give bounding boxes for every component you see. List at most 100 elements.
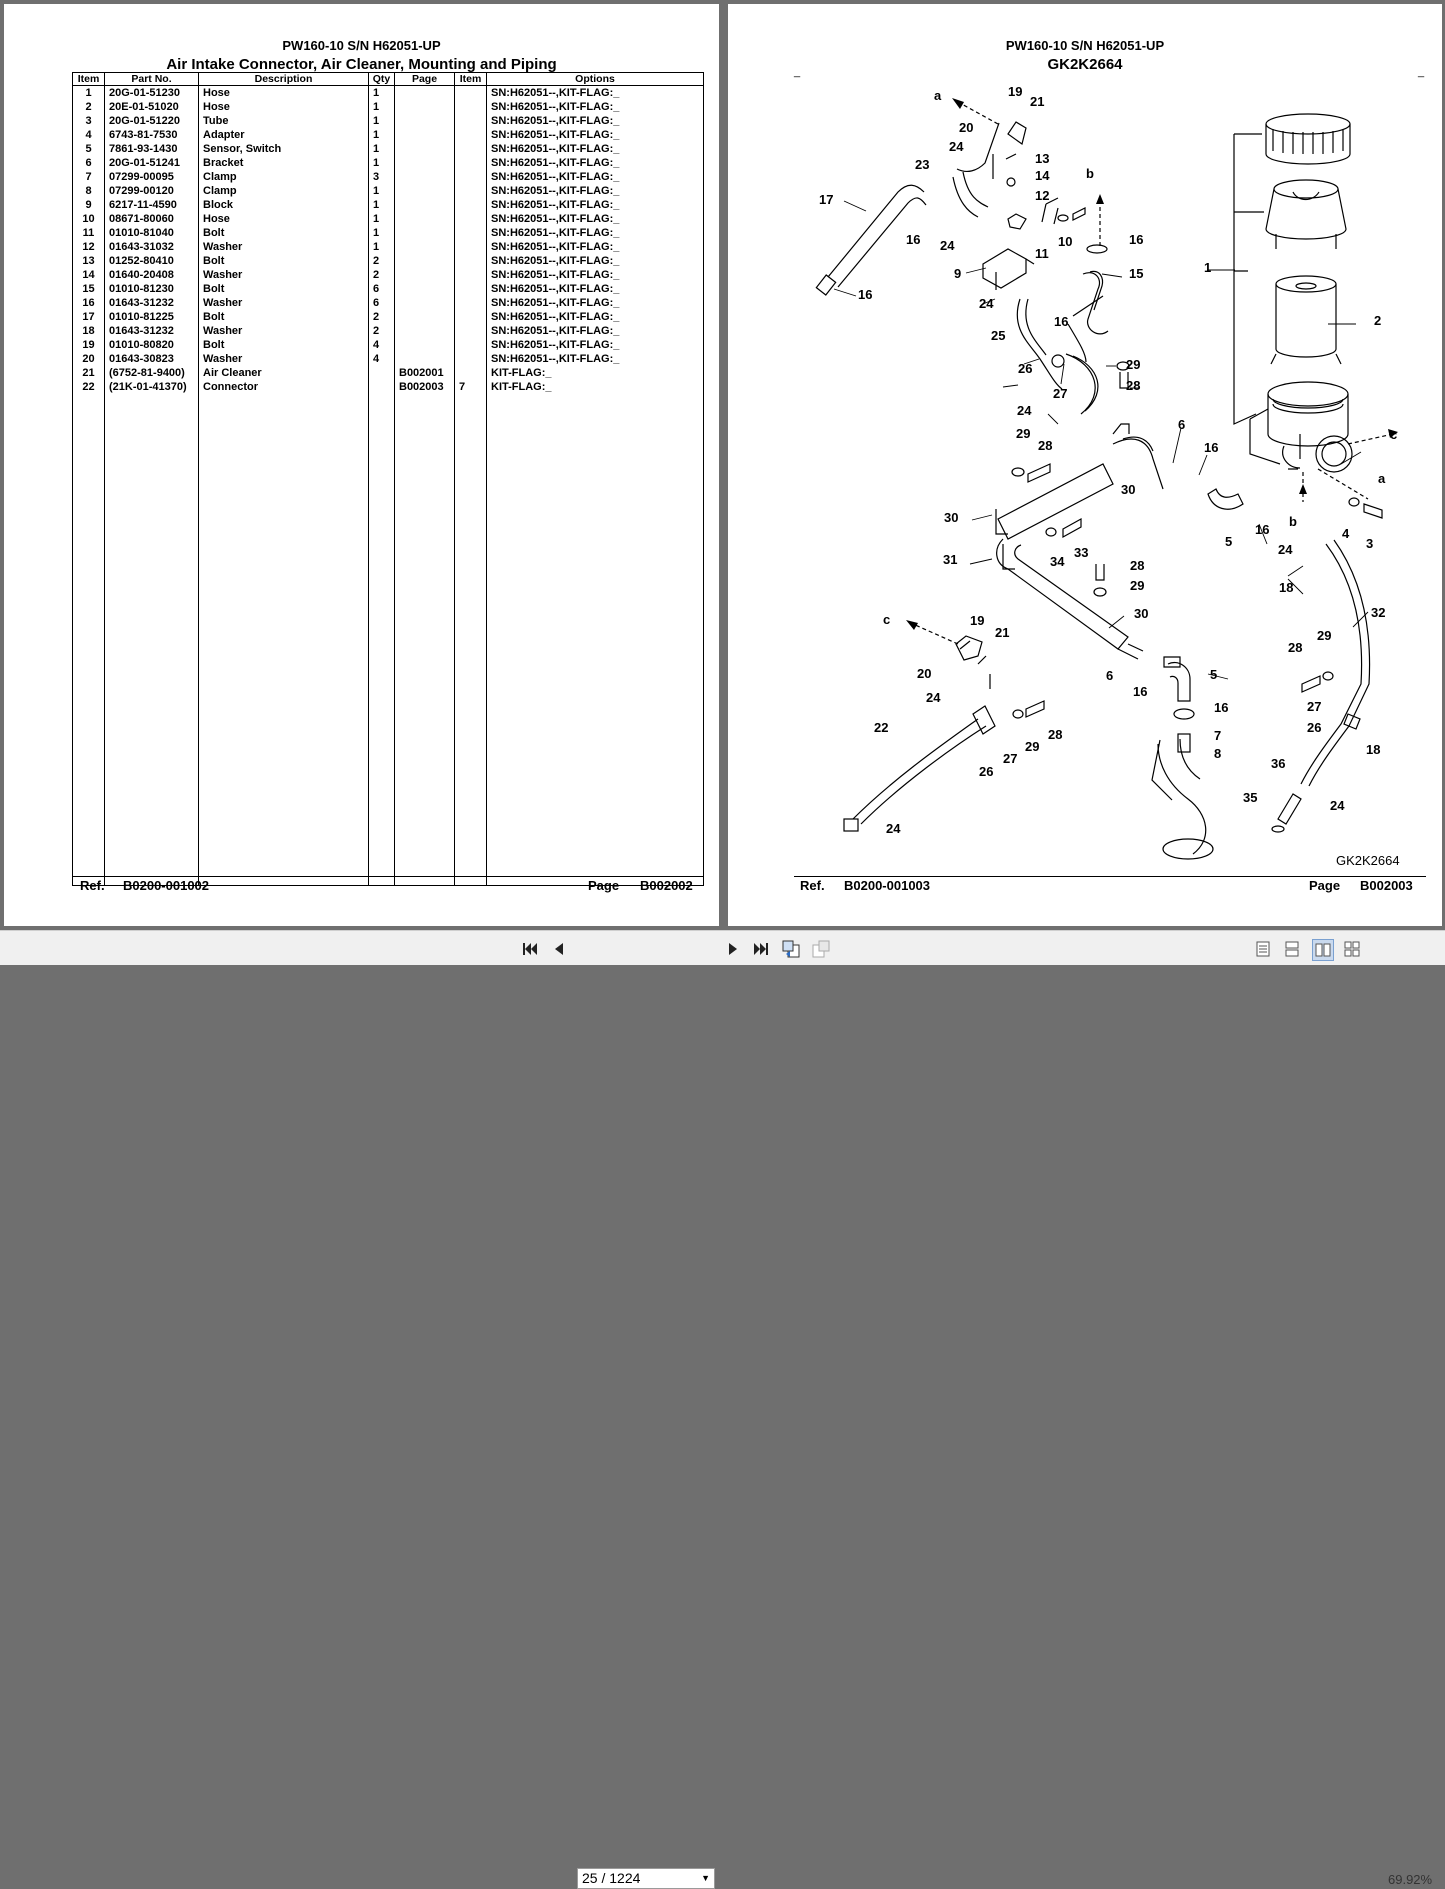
empty-cell xyxy=(104,394,199,886)
next-page-icon[interactable] xyxy=(724,940,742,958)
cell-part-no: (6752-81-9400) xyxy=(104,366,199,380)
empty-cell xyxy=(454,394,487,886)
callout-number: 23 xyxy=(915,157,930,172)
cell-page xyxy=(394,128,455,142)
cell-page xyxy=(394,254,455,268)
cell-options: SN:H62051--,KIT-FLAG:_ xyxy=(486,324,704,338)
callout-number: 24 xyxy=(1017,403,1032,418)
right-header-model: PW160-10 S/N H62051-UP xyxy=(1005,38,1165,53)
cell-part-no: 20G-01-51230 xyxy=(104,85,199,100)
callout-number: 30 xyxy=(944,510,959,525)
cell-part-no: 6217-11-4590 xyxy=(104,198,199,212)
callout-number: 13 xyxy=(1035,151,1050,166)
right-dash-right: _ xyxy=(1418,66,1425,78)
callout-number: 5 xyxy=(1225,534,1233,549)
arrow-heads xyxy=(906,98,1398,630)
cell-part-no: 20E-01-51020 xyxy=(104,100,199,114)
facing-icon[interactable] xyxy=(1312,939,1334,961)
callout-number: 25 xyxy=(991,328,1006,343)
cell-options: SN:H62051--,KIT-FLAG:_ xyxy=(486,310,704,324)
right-footer-page-label: Page xyxy=(1309,878,1341,893)
cell-description: Bolt xyxy=(198,226,369,240)
prev-page-icon[interactable] xyxy=(550,940,568,958)
cell-qty: 1 xyxy=(368,226,395,240)
cell-ref-item xyxy=(454,114,487,128)
cell-part-no: 01010-81225 xyxy=(104,310,199,324)
callout-number: 29 xyxy=(1130,578,1145,593)
cell-page: B002001 xyxy=(394,366,455,380)
cell-page xyxy=(394,226,455,240)
cell-description: Connector xyxy=(198,380,369,394)
callout-number: 35 xyxy=(1243,790,1258,805)
previous-view-icon[interactable] xyxy=(782,940,800,958)
cell-ref-item xyxy=(454,156,487,170)
cell-page: B002003 xyxy=(394,380,455,394)
cell-description: Clamp xyxy=(198,170,369,184)
callout-number: 28 xyxy=(1130,558,1145,573)
cell-page xyxy=(394,310,455,324)
cell-options: SN:H62051--,KIT-FLAG:_ xyxy=(486,128,704,142)
callout-number: 6 xyxy=(1178,417,1186,432)
callout-number: 16 xyxy=(1204,440,1219,455)
single-page-icon[interactable] xyxy=(1254,940,1272,958)
callout-number: 33 xyxy=(1074,545,1089,560)
last-page-icon[interactable] xyxy=(752,940,770,958)
cell-options: SN:H62051--,KIT-FLAG:_ xyxy=(486,114,704,128)
zoom-level[interactable]: 69.92% xyxy=(1388,1872,1433,1887)
cell-page xyxy=(394,212,455,226)
cell-qty: 3 xyxy=(368,170,395,184)
right-dash-left: _ xyxy=(794,66,801,78)
cell-options: SN:H62051--,KIT-FLAG:_ xyxy=(486,282,704,296)
cell-description: Bolt xyxy=(198,282,369,296)
col-ref-item: Item xyxy=(454,72,487,86)
cell-qty xyxy=(368,380,395,394)
cell-qty: 2 xyxy=(368,310,395,324)
empty-cell xyxy=(486,394,704,886)
callout-number: 24 xyxy=(949,139,964,154)
callout-number: b xyxy=(1086,166,1094,181)
cell-qty: 1 xyxy=(368,85,395,100)
cell-options: SN:H62051--,KIT-FLAG:_ xyxy=(486,184,704,198)
cell-ref-item xyxy=(454,198,487,212)
cell-ref-item xyxy=(454,352,487,366)
cell-description: Washer xyxy=(198,296,369,310)
lower-left-hose xyxy=(843,635,996,832)
callout-number: 15 xyxy=(1129,266,1144,281)
continuous-facing-icon[interactable] xyxy=(1343,940,1361,958)
cell-part-no: 08671-80060 xyxy=(104,212,199,226)
callout-number: 18 xyxy=(1366,742,1381,757)
cell-item: 6 xyxy=(72,156,105,170)
page-number-input[interactable]: 25 / 1224 ▼ xyxy=(577,1868,715,1889)
callout-number: 8 xyxy=(1214,746,1222,761)
cell-description: Bolt xyxy=(198,254,369,268)
continuous-icon[interactable] xyxy=(1283,940,1301,958)
cell-item: 19 xyxy=(72,338,105,352)
callout-number: 36 xyxy=(1271,756,1286,771)
chevron-down-icon[interactable]: ▼ xyxy=(701,1873,710,1883)
cell-options: SN:H62051--,KIT-FLAG:_ xyxy=(486,254,704,268)
cell-options: SN:H62051--,KIT-FLAG:_ xyxy=(486,85,704,100)
lower-right-tube xyxy=(1271,539,1371,833)
callout-number: 24 xyxy=(1278,542,1293,557)
next-view-icon[interactable] xyxy=(812,940,830,958)
empty-cell xyxy=(368,394,395,886)
callout-number: 10 xyxy=(1058,234,1073,249)
callout-number: 32 xyxy=(1371,605,1386,620)
first-page-icon[interactable] xyxy=(521,940,539,958)
cell-options: SN:H62051--,KIT-FLAG:_ xyxy=(486,268,704,282)
cell-item: 17 xyxy=(72,310,105,324)
cell-page xyxy=(394,324,455,338)
cell-item: 3 xyxy=(72,114,105,128)
callout-number: 24 xyxy=(886,821,901,836)
cell-qty xyxy=(368,366,395,380)
callout-number: c xyxy=(1390,427,1398,442)
callout-number: 11 xyxy=(1035,246,1049,261)
cell-part-no: 01643-30823 xyxy=(104,352,199,366)
cell-ref-item xyxy=(454,282,487,296)
